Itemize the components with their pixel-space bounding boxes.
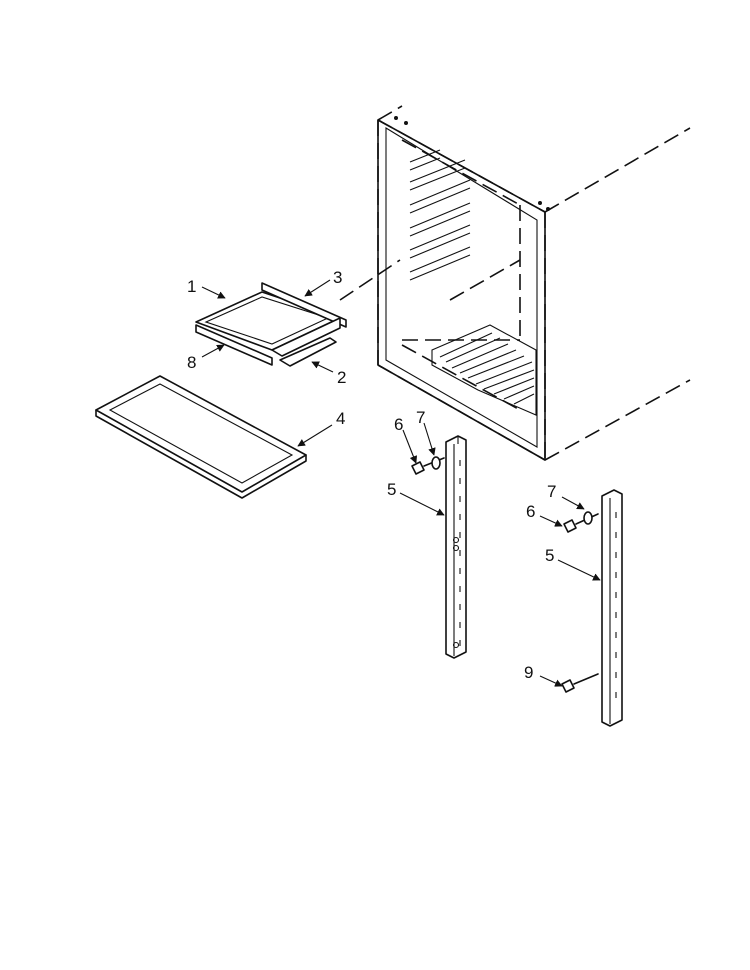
glass-panel xyxy=(95,375,307,499)
leader-lines xyxy=(201,279,601,687)
cabinet-housing xyxy=(377,105,691,461)
callout-5-right: 5 xyxy=(545,546,554,565)
right-upper-screw xyxy=(563,511,599,533)
callout-5-left: 5 xyxy=(387,480,396,499)
rack-slots xyxy=(409,149,471,281)
callout-6-left: 6 xyxy=(394,415,403,434)
callout-3: 3 xyxy=(333,268,342,287)
shelf-assembly xyxy=(195,259,401,367)
vent-grille xyxy=(431,324,537,416)
callout-9: 9 xyxy=(524,663,533,682)
right-lower-screw xyxy=(561,673,599,693)
right-rail xyxy=(601,489,623,727)
left-screw xyxy=(411,456,445,475)
callout-1: 1 xyxy=(187,277,196,296)
callout-7-right: 7 xyxy=(547,482,556,501)
callout-4: 4 xyxy=(336,409,345,428)
left-rail xyxy=(445,435,467,659)
callout-8: 8 xyxy=(187,353,196,372)
callout-7-left: 7 xyxy=(416,408,425,427)
callout-2: 2 xyxy=(337,368,346,387)
callout-6-right: 6 xyxy=(526,502,535,521)
